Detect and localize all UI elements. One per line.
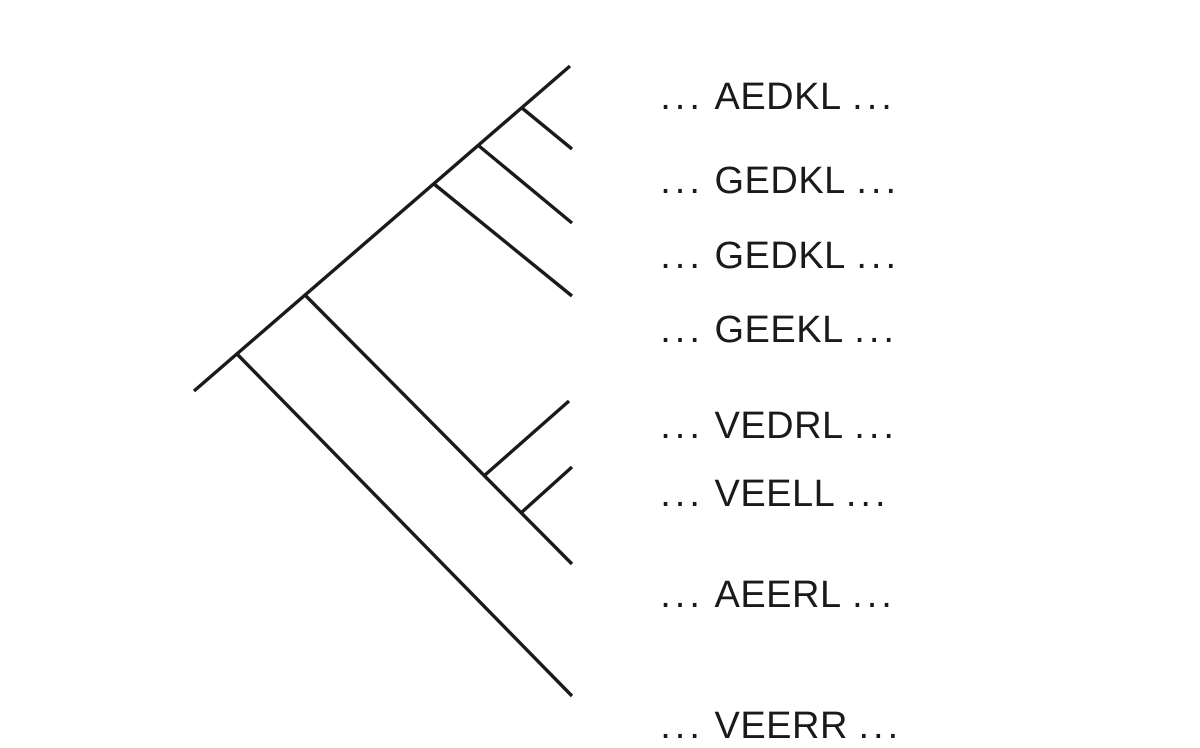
taxon-label: ... VEDRL ... bbox=[618, 366, 938, 446]
sequence-text: VEDRL bbox=[714, 405, 844, 447]
trailing-ellipsis: ... bbox=[854, 309, 898, 351]
trailing-ellipsis: ... bbox=[852, 574, 896, 616]
trailing-ellipsis: ... bbox=[845, 473, 890, 515]
branch-lower-clade-stem bbox=[304, 294, 574, 566]
trailing-ellipsis: ... bbox=[854, 405, 898, 447]
branch-leaf-gedkl-1 bbox=[520, 106, 574, 151]
leading-ellipsis: ... bbox=[660, 705, 704, 747]
branch-leaf-gedkl-2 bbox=[477, 144, 574, 225]
sequence-text: AEERL bbox=[714, 574, 842, 616]
sequence-text: VEELL bbox=[714, 473, 836, 515]
trailing-ellipsis: ... bbox=[858, 705, 903, 747]
leading-ellipsis: ... bbox=[660, 473, 704, 515]
branch-leaf-geekl bbox=[432, 182, 574, 298]
leading-ellipsis: ... bbox=[660, 235, 704, 277]
trailing-ellipsis: ... bbox=[856, 235, 901, 277]
leading-ellipsis: ... bbox=[660, 160, 704, 202]
branch-leaf-veerr bbox=[235, 352, 574, 698]
taxon-label: ... GEDKL ... bbox=[618, 121, 938, 201]
leading-ellipsis: ... bbox=[660, 574, 704, 616]
branch-leaf-vedrl bbox=[483, 399, 571, 477]
trailing-ellipsis: ... bbox=[856, 160, 901, 202]
sequence-text: GEEKL bbox=[714, 309, 844, 351]
trailing-ellipsis: ... bbox=[852, 76, 896, 118]
taxon-label: ... GEEKL ... bbox=[618, 270, 938, 350]
sequence-text: GEDKL bbox=[714, 160, 846, 202]
taxon-label: ... GEDKL ... bbox=[618, 196, 938, 276]
sequence-text: AEDKL bbox=[714, 76, 842, 118]
branch-trunk bbox=[192, 64, 572, 393]
taxon-label: ... AEDKL ... bbox=[618, 37, 938, 117]
leading-ellipsis: ... bbox=[660, 309, 704, 351]
branch-leaf-veell bbox=[520, 465, 574, 514]
sequence-text: VEERR bbox=[714, 705, 848, 747]
taxon-label: ... VEELL ... bbox=[618, 434, 938, 514]
sequence-text: GEDKL bbox=[714, 235, 846, 277]
taxon-label: ... AEERL ... bbox=[618, 535, 938, 615]
taxon-label: ... VEERR ... bbox=[618, 666, 938, 746]
leading-ellipsis: ... bbox=[660, 405, 704, 447]
leading-ellipsis: ... bbox=[660, 76, 704, 118]
